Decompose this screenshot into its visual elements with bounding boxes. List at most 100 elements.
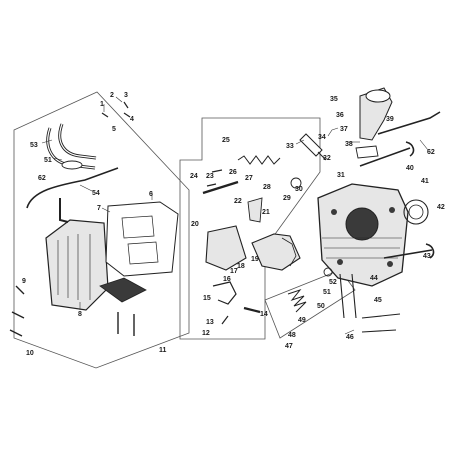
head-stud-hole-3 xyxy=(337,259,343,265)
label-15: 15 xyxy=(203,295,211,302)
label-24: 24 xyxy=(190,173,198,180)
cylinder-head-assembly xyxy=(287,87,441,333)
spark-plug xyxy=(299,133,327,161)
label-10: 10 xyxy=(26,350,34,357)
leader-2 xyxy=(115,96,123,103)
label-19: 19 xyxy=(251,256,259,263)
label-21: 21 xyxy=(262,209,270,216)
label-22: 22 xyxy=(234,198,242,205)
leader-7 xyxy=(101,207,111,213)
label-30: 30 xyxy=(295,186,303,193)
manifold-gasket xyxy=(355,145,379,159)
breather-plate xyxy=(99,277,147,303)
label-17: 17 xyxy=(230,268,238,275)
rocker-arm-shaft xyxy=(202,180,239,195)
leader-lines xyxy=(41,96,429,335)
label-41: 41 xyxy=(421,178,429,185)
label-53: 53 xyxy=(30,142,38,149)
label-3: 3 xyxy=(124,92,128,99)
label-43: 43 xyxy=(423,253,431,260)
label-28: 28 xyxy=(263,184,271,191)
leader-54 xyxy=(79,184,93,192)
label-32: 32 xyxy=(323,155,331,162)
cylinder-head-cover-assembly xyxy=(9,101,179,337)
head-stud-hole-4 xyxy=(387,261,393,267)
label-45: 45 xyxy=(374,297,382,304)
cover-bolts xyxy=(9,285,135,337)
leader-53 xyxy=(41,139,53,144)
combustion-chamber xyxy=(345,207,379,241)
label-47: 47 xyxy=(285,343,293,350)
label-26: 26 xyxy=(229,169,237,176)
label-54: 54 xyxy=(92,190,100,197)
label-29: 29 xyxy=(283,195,291,202)
label-23: 23 xyxy=(206,173,214,180)
head-stud-hole-1 xyxy=(331,209,337,215)
camshaft xyxy=(251,233,301,271)
label-31: 31 xyxy=(337,172,345,179)
label-2: 2 xyxy=(110,92,114,99)
label-62-left: 62 xyxy=(38,175,46,182)
label-16: 16 xyxy=(223,276,231,283)
label-7: 7 xyxy=(97,205,101,212)
camshaft-pin xyxy=(243,306,261,314)
label-1: 1 xyxy=(100,101,104,108)
valve-springs xyxy=(237,155,281,165)
camshaft-assembly xyxy=(202,155,302,325)
hose-elbow xyxy=(59,198,69,223)
label-37: 37 xyxy=(340,126,348,133)
label-35: 35 xyxy=(330,96,338,103)
label-40: 40 xyxy=(406,165,414,172)
label-51: 51 xyxy=(323,289,331,296)
group-frames xyxy=(13,91,356,369)
label-12: 12 xyxy=(202,330,210,337)
leader-62 xyxy=(419,139,429,151)
valve-spring-lower xyxy=(287,288,307,313)
intake-valve xyxy=(359,141,415,167)
label-48: 48 xyxy=(288,332,296,339)
label-46: 46 xyxy=(346,334,354,341)
manifold-flange xyxy=(365,89,391,103)
cam-group-small-parts xyxy=(206,169,229,325)
label-39: 39 xyxy=(386,116,394,123)
leader-33 xyxy=(295,139,305,145)
valve-seals xyxy=(323,267,333,277)
label-62-right: 62 xyxy=(427,149,435,156)
part-number-labels: 1 2 3 4 5 6 7 8 9 10 11 12 13 14 15 16 1… xyxy=(22,92,445,357)
label-14: 14 xyxy=(260,311,268,318)
label-38: 38 xyxy=(345,141,353,148)
breather-hose-right xyxy=(377,111,441,135)
label-11: 11 xyxy=(159,347,167,354)
label-13: 13 xyxy=(206,319,214,326)
head-studs xyxy=(339,273,401,333)
label-50: 50 xyxy=(317,303,325,310)
label-6: 6 xyxy=(149,191,153,198)
label-51-left: 51 xyxy=(44,157,52,164)
exhaust-valve xyxy=(383,243,435,259)
label-18: 18 xyxy=(237,263,245,270)
exhaust-gasket-inner xyxy=(408,204,424,220)
label-25: 25 xyxy=(222,137,230,144)
label-36: 36 xyxy=(336,112,344,119)
cover-group-frame xyxy=(13,91,190,369)
label-42: 42 xyxy=(437,204,445,211)
head-cover-ribs xyxy=(57,234,91,300)
head-cover xyxy=(45,219,109,311)
rocker-arm xyxy=(247,197,263,223)
head-stud-hole-2 xyxy=(389,207,395,213)
label-8: 8 xyxy=(78,311,82,318)
gasket-windows xyxy=(121,215,159,265)
label-34: 34 xyxy=(318,134,326,141)
valve-group-frame xyxy=(264,269,356,339)
spring-retainer xyxy=(290,177,302,189)
label-9: 9 xyxy=(22,278,26,285)
label-4: 4 xyxy=(130,116,134,123)
label-52: 52 xyxy=(329,279,337,286)
leader-51 xyxy=(52,157,63,161)
label-33: 33 xyxy=(286,143,294,150)
label-44: 44 xyxy=(370,275,378,282)
label-20: 20 xyxy=(191,221,199,228)
decompressor-lever xyxy=(212,281,237,305)
